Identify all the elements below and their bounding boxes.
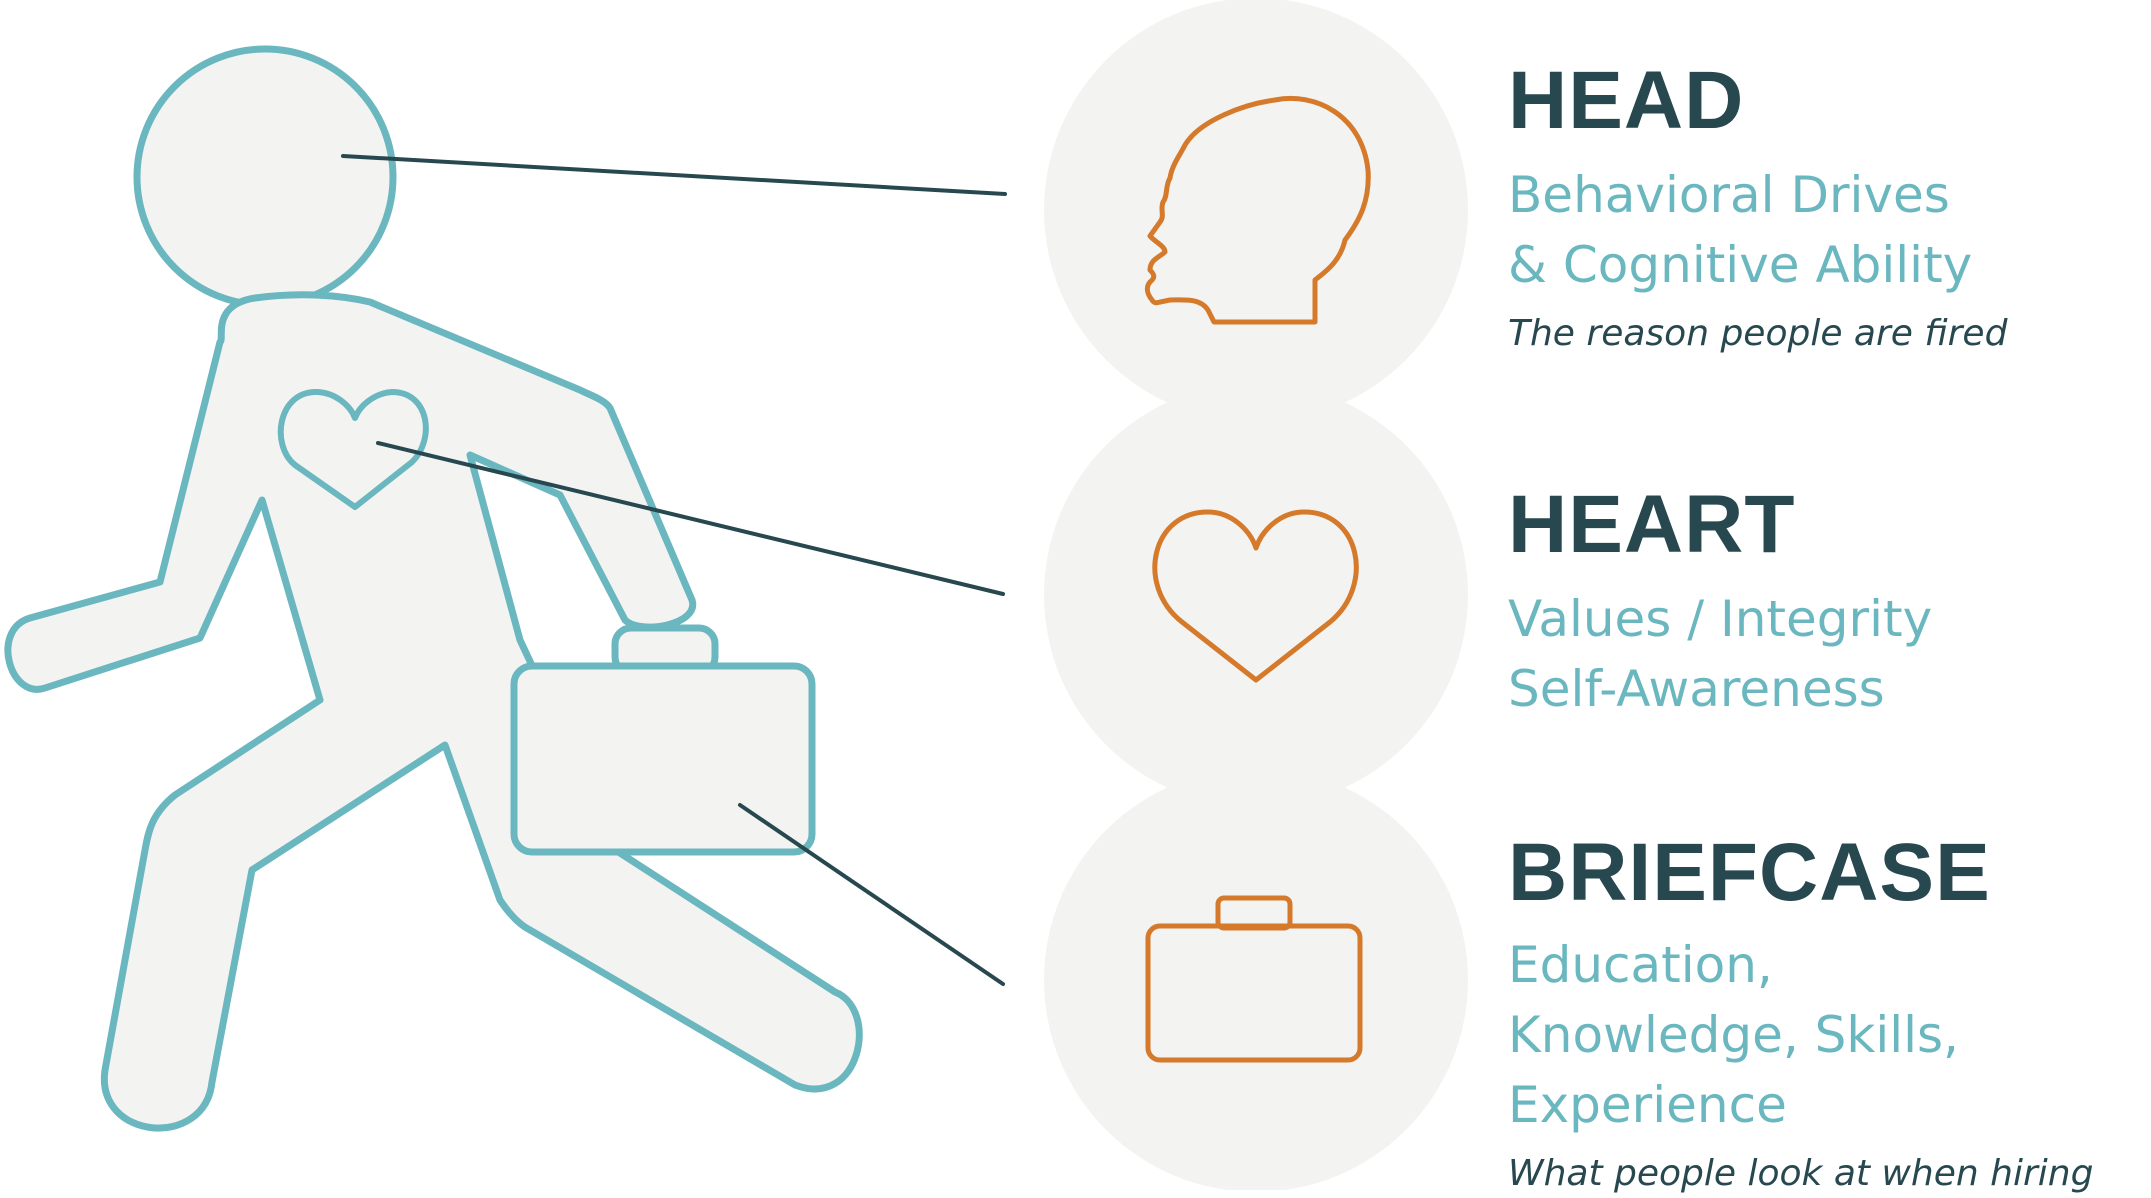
heart-connector — [376, 441, 1005, 596]
briefcase-connector — [738, 803, 1005, 986]
icon-circles — [1044, 0, 1468, 1190]
briefcase-circle — [1044, 768, 1468, 1190]
head-title: HEAD — [1508, 55, 1745, 146]
heart-icon — [1152, 509, 1359, 683]
heart-circle — [1044, 383, 1468, 807]
head-note: The reason people are fired — [1508, 313, 2008, 354]
figure-briefcase-body — [510, 662, 816, 856]
briefcase-icon — [1145, 895, 1363, 1063]
figure-head — [133, 45, 397, 309]
figure-body — [4, 291, 863, 1132]
running-figure — [4, 45, 863, 1132]
head-line-1: Behavioral Drives — [1508, 166, 1950, 224]
briefcase-note: What people look at when hiring — [1508, 1153, 2094, 1194]
briefcase-line-2: Knowledge, Skills, — [1508, 1006, 1959, 1064]
heart-section: HEART Values / Integrity Self-Awareness — [1508, 484, 2148, 724]
heart-line-1: Values / Integrity — [1508, 590, 1933, 648]
briefcase-line-3: Experience — [1508, 1076, 1787, 1134]
head-line-2: & Cognitive Ability — [1508, 236, 1973, 294]
briefcase-line-1: Education, — [1508, 936, 1773, 994]
head-profile-icon — [1144, 96, 1371, 325]
head-connector — [341, 154, 1007, 196]
figure-heart-outline — [277, 388, 429, 510]
heart-line-2: Self-Awareness — [1508, 660, 1885, 718]
head-circle — [1044, 0, 1468, 422]
head-section: HEAD Behavioral Drives & Cognitive Abili… — [1508, 60, 2148, 358]
briefcase-title: BRIEFCASE — [1508, 827, 1991, 918]
connector-lines — [341, 154, 1007, 986]
briefcase-section: BRIEFCASE Education, Knowledge, Skills, … — [1508, 832, 2148, 1198]
heart-title: HEART — [1508, 479, 1796, 570]
